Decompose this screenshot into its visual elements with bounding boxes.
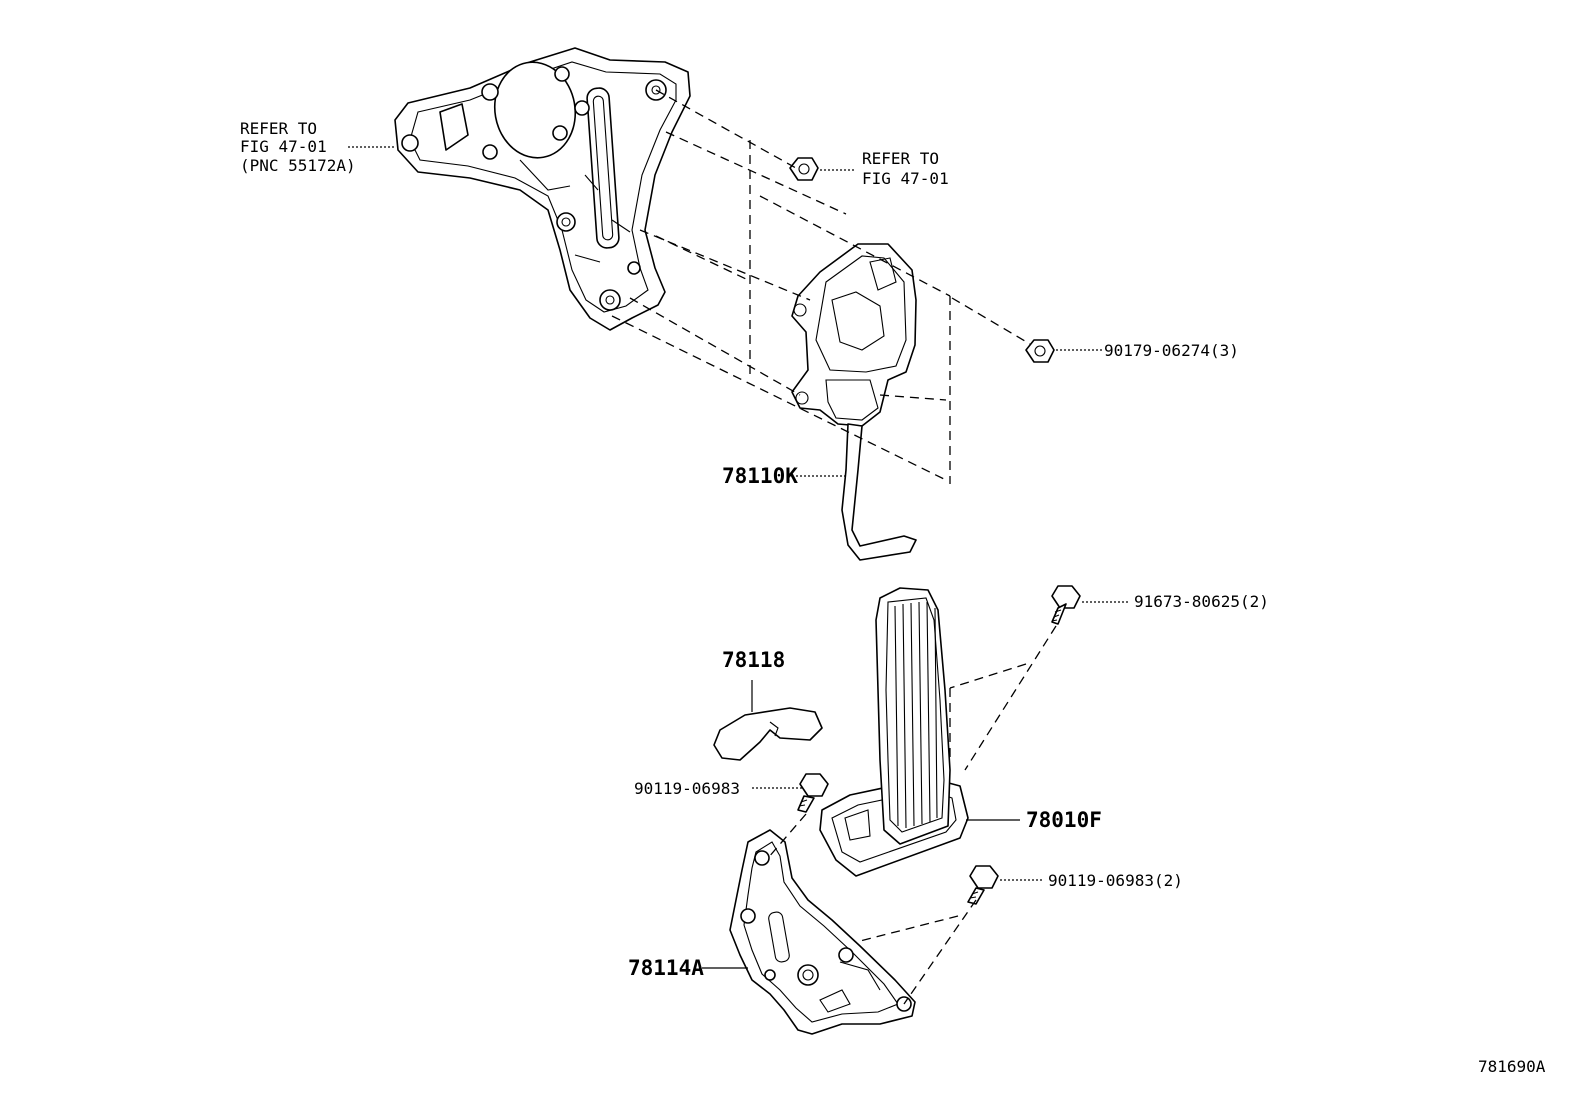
pedal-actuator-assembly <box>791 243 917 561</box>
leader-lines <box>348 146 1130 969</box>
upper-mounting-bracket <box>394 47 691 331</box>
pedal-cushion <box>713 707 823 761</box>
bolt-lower-part-number: 90119-06983(2) <box>1048 871 1183 890</box>
accelerator-pedal <box>819 587 969 877</box>
nut-90179-icon <box>1025 339 1055 363</box>
pedal-part-number: 78010F <box>1026 808 1102 832</box>
refer-bracket-label-line1: REFER TO <box>240 119 317 138</box>
nut-refer-icon <box>789 157 819 181</box>
figure-code: 781690A <box>1478 1057 1546 1076</box>
bolt-91673-icon <box>1051 585 1081 625</box>
bolt-90119-left-icon <box>797 773 829 813</box>
actuator-part-number: 78110K <box>722 464 798 488</box>
bracket-part-number: 78114A <box>628 956 704 980</box>
nut-part-number: 90179-06274(3) <box>1104 341 1239 360</box>
bolt-left-part-number: 90119-06983 <box>634 779 740 798</box>
assembly-dashed-lines <box>611 89 1057 1005</box>
refer-bracket-label-line2: FIG 47-01 <box>240 137 327 156</box>
refer-nut-label-line2: FIG 47-01 <box>862 169 949 188</box>
callout-labels: REFER TO FIG 47-01 (PNC 55172A) REFER TO… <box>240 119 1546 1076</box>
refer-nut-label-line1: REFER TO <box>862 149 939 168</box>
cushion-part-number: 78118 <box>722 648 785 672</box>
bolt-90119-right-icon <box>967 865 999 905</box>
bolt-upper-part-number: 91673-80625(2) <box>1134 592 1269 611</box>
refer-bracket-label-line3: (PNC 55172A) <box>240 156 356 175</box>
